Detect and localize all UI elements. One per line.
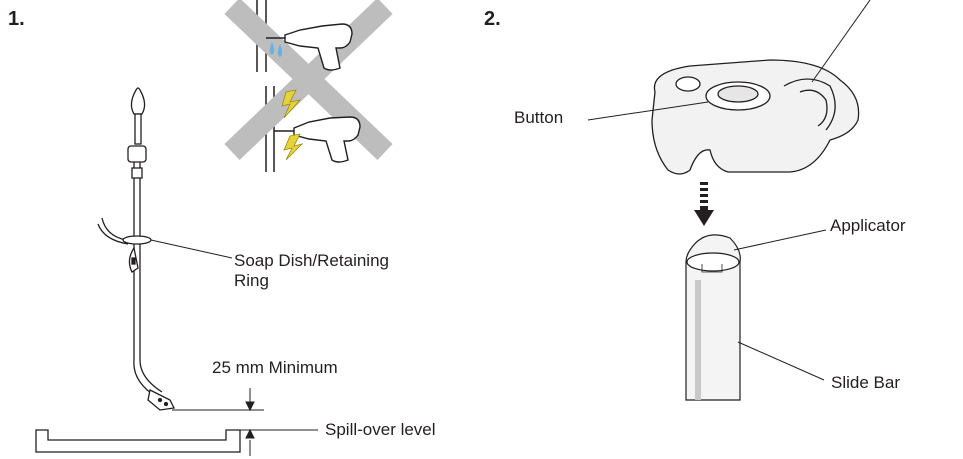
button-leader [587, 101, 709, 121]
drill-water-icon [266, 23, 353, 71]
spill-over-label: Spill-over level [325, 420, 436, 439]
bathtub [35, 429, 241, 453]
step-1-number: 1. [8, 8, 25, 30]
soap-dish-label-line1: Soap Dish/Retaining [234, 251, 389, 270]
step-2-number: 2. [484, 8, 501, 30]
down-arrow-icon [694, 182, 714, 226]
min-distance-label: 25 mm Minimum [212, 358, 338, 377]
slide-bar-assembly [97, 87, 175, 411]
drill-electric-icon [274, 89, 361, 163]
slide-bar-leader [737, 341, 825, 381]
slide-bar-label: Slide Bar [831, 373, 900, 392]
soap-dish-label: Soap Dish/Retaining Ring [234, 251, 389, 291]
no-drilling-warning [224, 0, 393, 172]
holder-leader [811, 0, 871, 83]
soap-dish-label-line2: Ring [234, 271, 269, 290]
slide-holder [651, 59, 860, 175]
applicator-leader [733, 229, 827, 251]
min-distance-dimension [172, 388, 318, 456]
soap-dish-leader [150, 239, 233, 259]
button-label: Button [514, 108, 564, 127]
slide-bar-tube [685, 234, 741, 401]
applicator-label: Applicator [830, 216, 906, 235]
